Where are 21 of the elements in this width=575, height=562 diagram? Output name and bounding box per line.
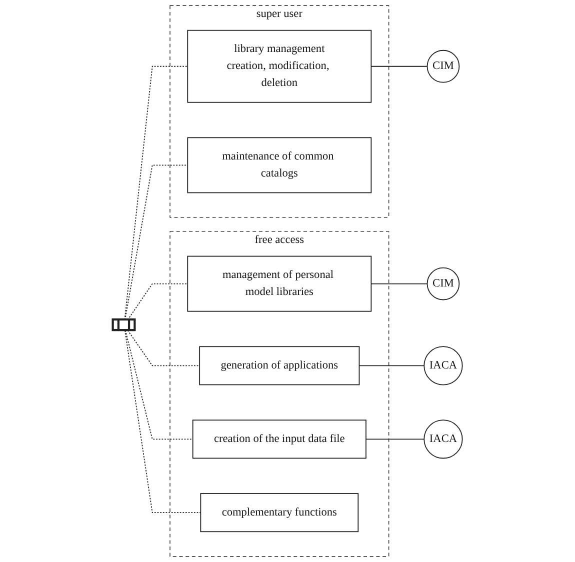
node-box: maintenance of common catalogs xyxy=(187,137,372,194)
node-box: generation of applications xyxy=(199,346,360,386)
connector xyxy=(370,283,428,284)
connector xyxy=(370,66,428,67)
node-box: management of personal model libraries xyxy=(187,256,372,312)
node-box: creation of the input data file xyxy=(192,420,366,459)
connector xyxy=(124,164,188,320)
node-circle: CIM xyxy=(426,50,460,83)
connector xyxy=(124,66,188,320)
node-box: complementary functions xyxy=(200,493,359,532)
node-circle: CIM xyxy=(426,267,460,300)
connector xyxy=(358,365,424,366)
connector xyxy=(124,330,194,440)
node-box xyxy=(112,318,136,332)
connector xyxy=(124,330,202,514)
connector xyxy=(365,438,424,440)
connector xyxy=(127,330,200,366)
node-box: library management creation, modification, deletion xyxy=(187,30,372,103)
node-circle: IACA xyxy=(424,420,463,459)
connector xyxy=(127,283,188,320)
node-circle: IACA xyxy=(424,346,463,386)
